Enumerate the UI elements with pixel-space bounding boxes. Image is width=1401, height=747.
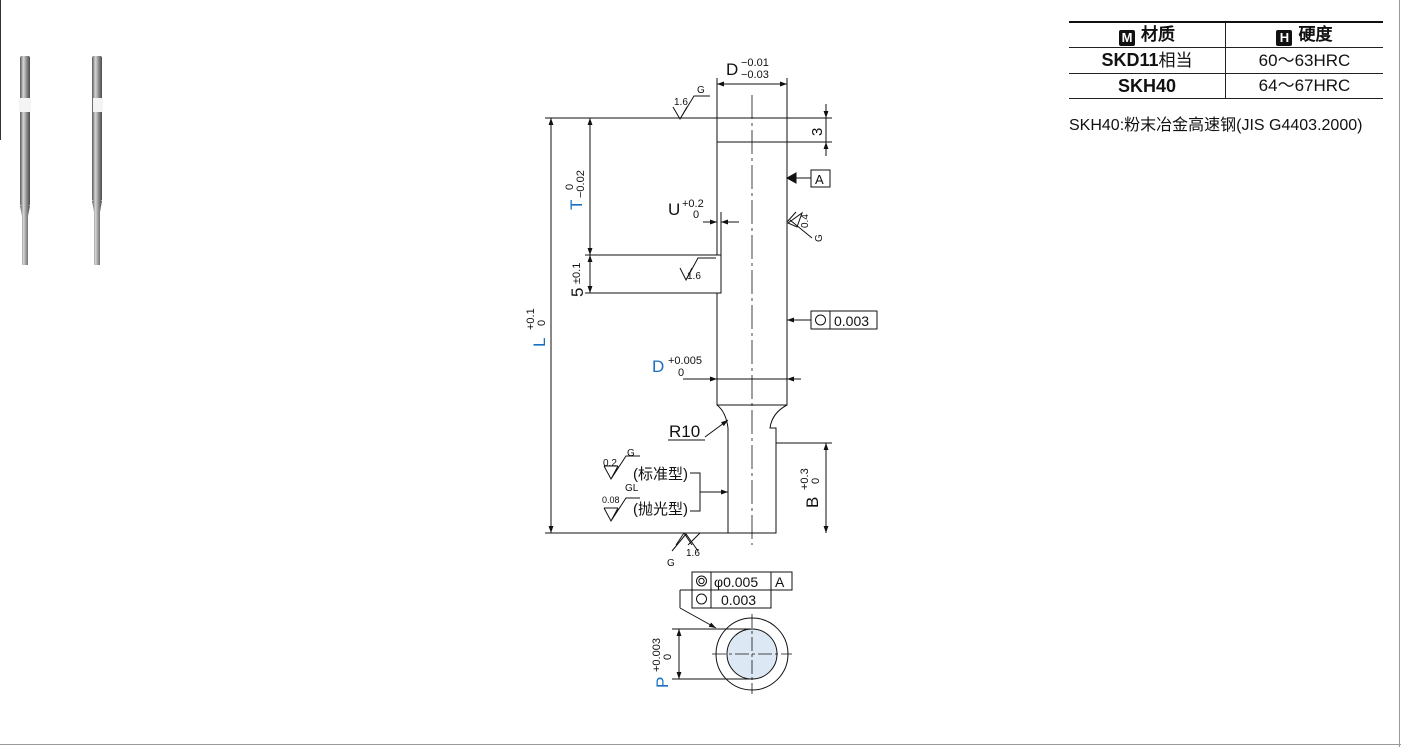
- circularity2-frame: [691, 589, 772, 609]
- dim-3-label: 3: [809, 128, 826, 136]
- b-label: B: [803, 497, 822, 508]
- svg-text:0.08: 0.08: [602, 495, 620, 505]
- svg-text:−0.03: −0.03: [741, 69, 769, 81]
- hardness-badge-icon: H: [1276, 30, 1293, 46]
- datum-a-box: [810, 169, 831, 188]
- svg-text:0: 0: [536, 320, 548, 326]
- svg-text:1.6: 1.6: [687, 271, 701, 282]
- svg-text:1.6: 1.6: [674, 97, 688, 108]
- svg-text:1.6: 1.6: [686, 548, 700, 559]
- svg-text:GL: GL: [625, 483, 639, 494]
- frame-bottom-line: [0, 744, 1401, 745]
- svg-text:G: G: [697, 85, 705, 96]
- svg-text:G: G: [627, 448, 635, 459]
- frame-right-line: [1399, 0, 1400, 747]
- roughness-flat-symbol: [679, 257, 716, 282]
- svg-text:0: 0: [678, 367, 684, 379]
- t-label: T: [567, 200, 586, 210]
- svg-text:+0.1: +0.1: [525, 308, 537, 330]
- pin-photo-2: [92, 56, 103, 265]
- pin-photo-1: [19, 56, 31, 265]
- roughness-top-symbol: [672, 95, 710, 120]
- svg-text:+0.005: +0.005: [668, 355, 702, 367]
- svg-text:−0.01: −0.01: [741, 57, 769, 69]
- datum-triangle: [785, 172, 797, 184]
- table-row: SKD11相当 60～63HRC: [1069, 47, 1383, 74]
- material-note: SKH40:粉末冶金高速钢(JIS G4403.2000): [1069, 117, 1363, 134]
- table-row: SKH40 64～67HRC: [1069, 73, 1383, 99]
- svg-text:+0.2: +0.2: [682, 198, 704, 210]
- svg-text:±0.1: ±0.1: [571, 263, 583, 284]
- svg-text:0.2: 0.2: [603, 458, 617, 469]
- circularity-value: 0.003: [834, 313, 869, 329]
- svg-text:G: G: [814, 234, 825, 242]
- roughness-pol-symbol: [603, 497, 640, 523]
- svg-text:+0.003: +0.003: [651, 638, 663, 672]
- svg-text:0.4: 0.4: [800, 214, 811, 228]
- circularity2-value: 0.003: [721, 592, 756, 608]
- material-badge-icon: M: [1118, 30, 1135, 46]
- concentricity-value: φ0.005: [714, 574, 758, 590]
- standard-type-label: (标准型): [633, 466, 688, 483]
- polished-type-label: (抛光型): [633, 501, 688, 518]
- hardness-cell: 64～67HRC: [1224, 73, 1383, 99]
- product-photos: [19, 56, 103, 265]
- u-label: U: [668, 200, 680, 219]
- frame-left-line: [0, 0, 1, 140]
- concentricity-datum: A: [775, 574, 785, 590]
- d-mid-label: D: [652, 357, 664, 376]
- svg-text:+0.3: +0.3: [799, 468, 811, 490]
- svg-text:0: 0: [564, 184, 576, 190]
- d-top-label: D: [726, 60, 738, 79]
- svg-text:0: 0: [810, 478, 822, 484]
- svg-text:−0.02: −0.02: [575, 170, 587, 198]
- material-cell: SKH40: [1069, 73, 1226, 99]
- circularity-frame: [810, 310, 878, 330]
- svg-text:0: 0: [693, 209, 699, 221]
- datum-a-label: A: [815, 172, 824, 187]
- l-label: L: [530, 338, 549, 347]
- roughness-std-symbol: [603, 455, 640, 481]
- svg-text:G: G: [667, 558, 675, 569]
- roughness-side-leader: [786, 211, 813, 239]
- radius-label: R10: [669, 422, 700, 441]
- dim-5-label: 5: [568, 288, 587, 297]
- p-label: P: [653, 677, 672, 688]
- svg-text:0: 0: [662, 654, 674, 660]
